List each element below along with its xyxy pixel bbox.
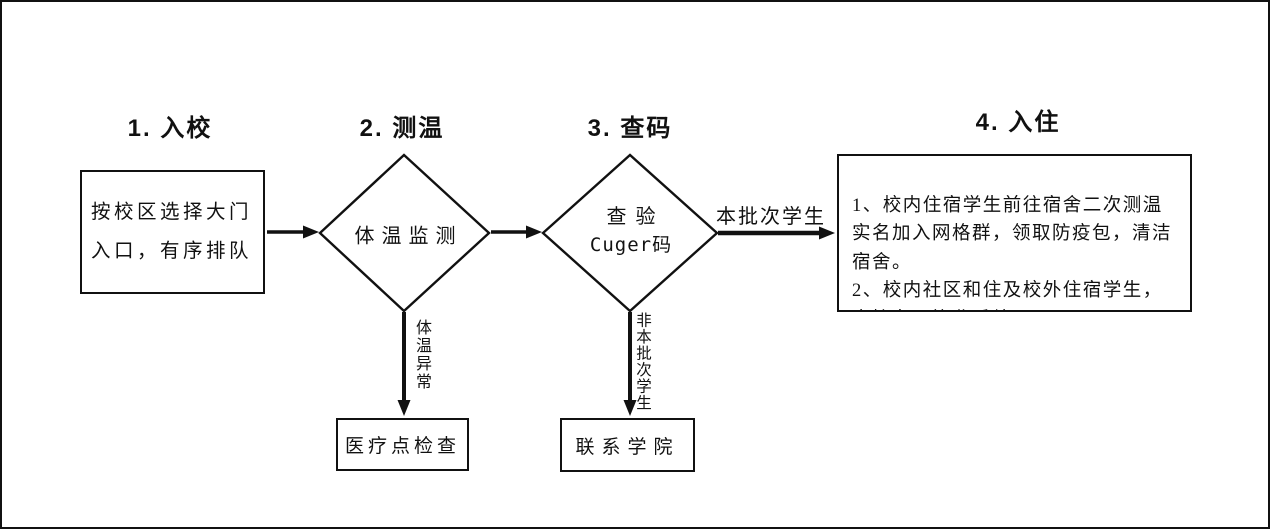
code-diamond-label-line2: Cuger码 [589, 234, 673, 256]
stage-title-enter-school: 1. 入校 [127, 115, 213, 142]
temperature-check-diamond [318, 153, 491, 313]
entry-gate-box: 按校区选择大门 入口，有序排队 [80, 170, 265, 294]
non-batch-students-edge-label: 非本批次学生 [634, 312, 651, 411]
stage-title-check-in: 4. 入住 [975, 109, 1061, 136]
stage-title-measure-temp: 2. 测温 [359, 115, 445, 142]
medical-point-box: 医疗点检查 [336, 418, 469, 471]
batch-students-edge-label: 本批次学生 [716, 206, 826, 228]
temp-abnormal-edge-label: 体温异常 [413, 319, 430, 391]
check-in-instructions-box: 1、校内住宿学生前往宿舍二次测温 实名加入网格群，领取防疫包，清洁 宿舍。 2、… [837, 154, 1192, 312]
medical-point-text: 医疗点检查 [344, 436, 460, 457]
code-diamond-label: 查验 Cuger码 [590, 203, 672, 259]
code-diamond-label-line1: 查验 [606, 206, 665, 228]
stage-title-check-code: 3. 查码 [587, 115, 673, 142]
temperature-diamond-label: 体温监测 [354, 225, 463, 248]
contact-college-box: 联系学院 [560, 418, 695, 472]
code-check-diamond [541, 153, 719, 313]
entry-gate-text: 按校区选择大门 入口，有序排队 [91, 202, 253, 262]
check-in-instructions-text: 1、校内住宿学生前往宿舍二次测温 实名加入网格群，领取防疫包，清洁 宿舍。 2、… [852, 195, 1173, 310]
contact-college-text: 联系学院 [575, 436, 680, 458]
